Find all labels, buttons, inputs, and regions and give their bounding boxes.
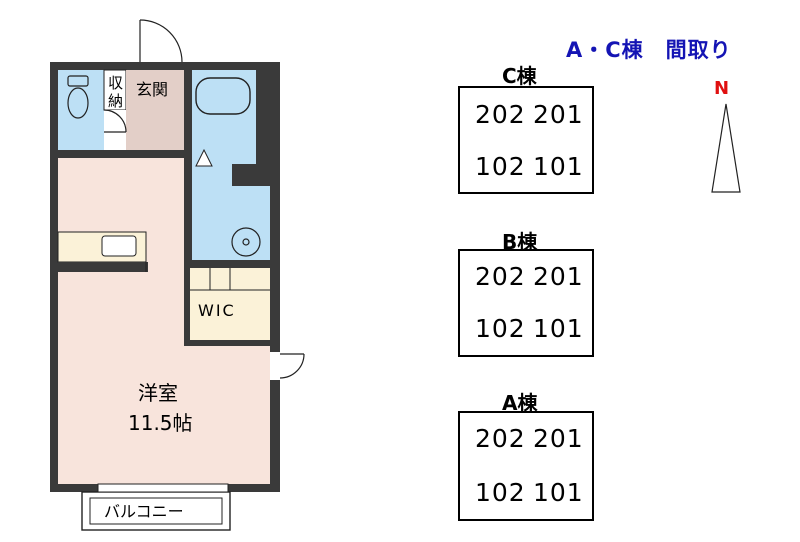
unit-a-102: 102: [475, 478, 526, 507]
unit-b-201: 201: [533, 262, 584, 291]
storage-label-bottom: 納: [108, 92, 123, 110]
building-c-box: [458, 86, 594, 194]
toilet-icon: [67, 75, 89, 119]
kitchen-counter: [57, 231, 148, 272]
page-title: A・C棟 間取り: [566, 38, 732, 62]
unit-a-202: 202: [475, 424, 526, 453]
building-a-box: [458, 411, 594, 521]
entrance-label: 玄関: [136, 80, 168, 99]
building-b-box: [458, 249, 594, 357]
storage-label-top: 収: [108, 74, 123, 92]
building-c-label: C棟: [502, 64, 537, 88]
fridge-marker: [195, 148, 213, 167]
side-door: [270, 352, 305, 380]
balcony-label: バルコニー: [104, 502, 184, 521]
unit-a-201: 201: [533, 424, 584, 453]
floor-plan: 収 納 玄関 WIC 洋室 11.5帖 バルコニー: [50, 19, 305, 531]
north-arrow-icon: [711, 103, 741, 193]
bathtub-icon: [195, 77, 251, 115]
unit-a-101: 101: [533, 478, 584, 507]
wic-label: WIC: [198, 301, 236, 320]
unit-c-201: 201: [533, 100, 584, 129]
room-name-label: 洋室: [138, 381, 178, 405]
washbasin-icon: [231, 227, 261, 257]
unit-c-101: 101: [533, 152, 584, 181]
unit-b-101: 101: [533, 314, 584, 343]
unit-b-102: 102: [475, 314, 526, 343]
balcony: [81, 483, 231, 531]
unit-c-102: 102: [475, 152, 526, 181]
entrance-door: [103, 19, 183, 133]
unit-b-202: 202: [475, 262, 526, 291]
room-size-label: 11.5帖: [128, 411, 193, 435]
north-label: N: [714, 78, 730, 99]
unit-c-202: 202: [475, 100, 526, 129]
entrance-area: [126, 70, 184, 150]
